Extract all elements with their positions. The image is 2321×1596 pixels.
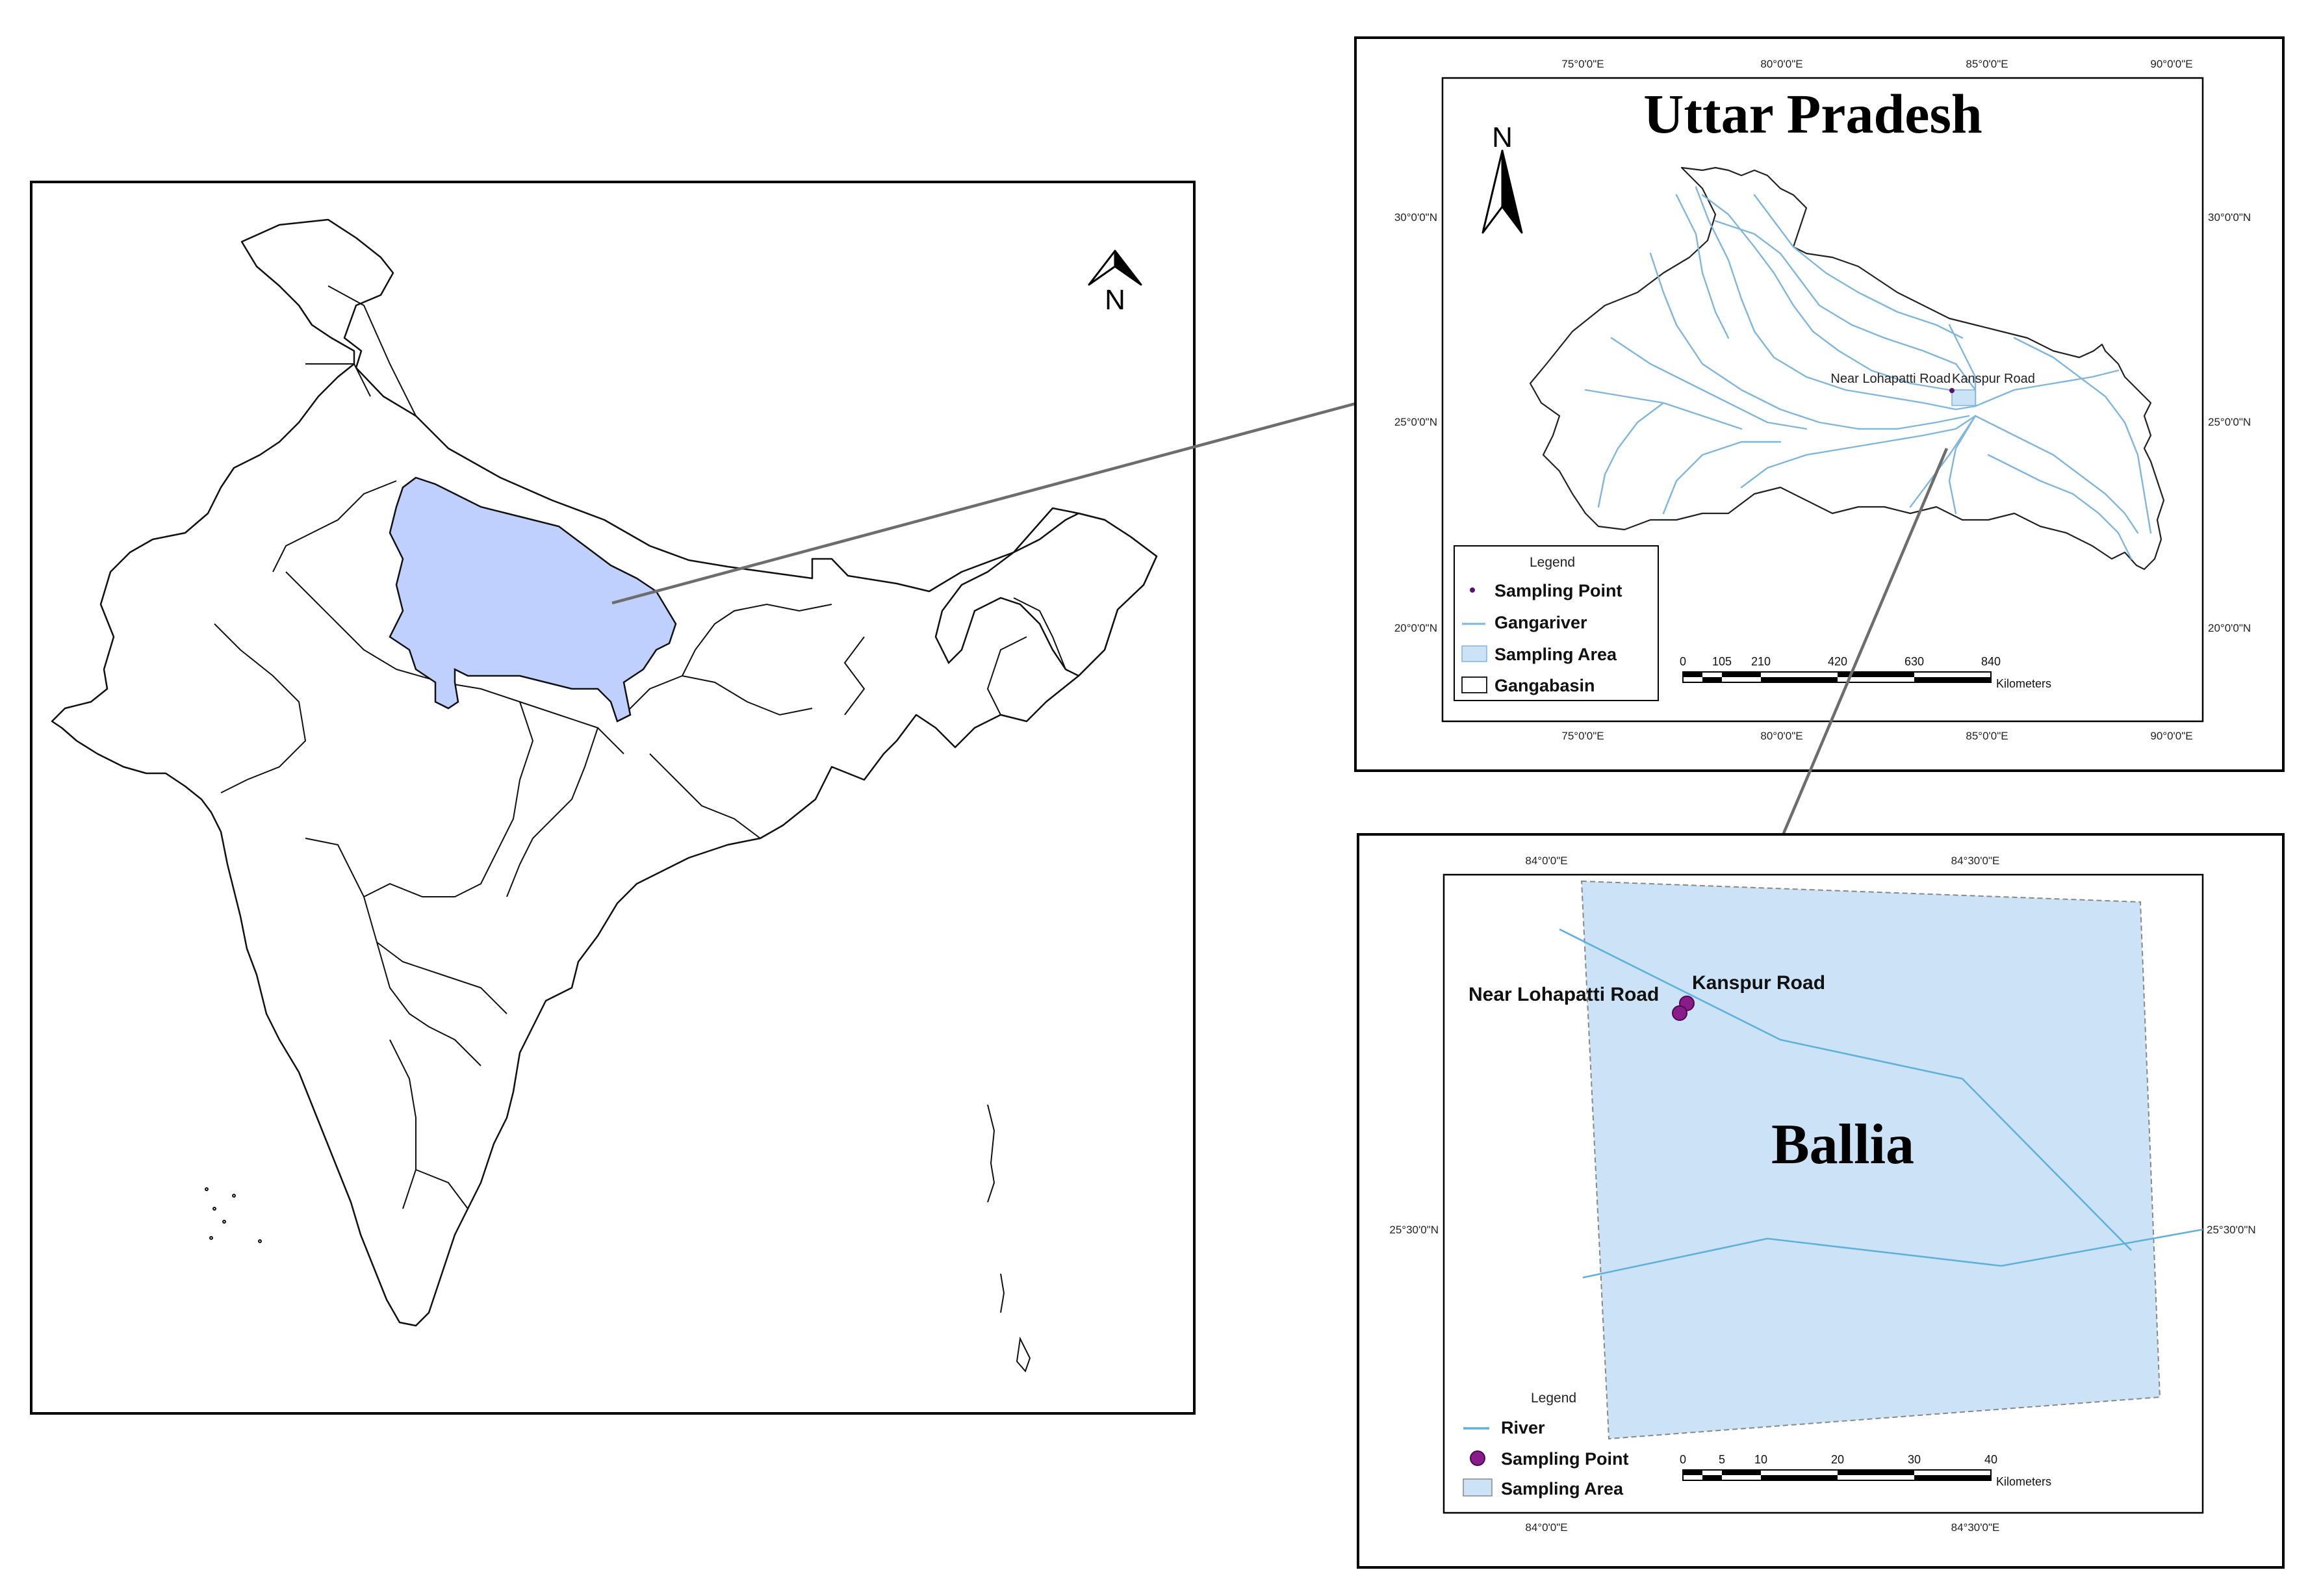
up-site-label-kanspur: Kanspur Road bbox=[1952, 372, 2035, 386]
ballia-rivers bbox=[1559, 928, 2203, 1279]
up-legend-item-3: Sampling Area bbox=[1494, 645, 1617, 664]
up-legend-box bbox=[1454, 545, 1659, 701]
up-legend-item-2: Gangariver bbox=[1494, 613, 1587, 632]
up-legend-point-symbol bbox=[1470, 587, 1475, 593]
northeast-outline bbox=[934, 512, 1158, 677]
up-scale-tick-0: 0 bbox=[1680, 655, 1686, 668]
india-outline bbox=[51, 218, 1158, 1327]
india-north-label: N bbox=[1105, 284, 1125, 316]
up-legend-title: Legend bbox=[1530, 555, 1575, 570]
up-lat-left-1: 30°0'0"N bbox=[1394, 211, 1437, 224]
up-lon-bottom-4: 90°0'0"E bbox=[2150, 730, 2192, 742]
up-legend-item-4: Gangabasin bbox=[1494, 676, 1595, 695]
ballia-scale-tick-0: 0 bbox=[1680, 1453, 1686, 1466]
ballia-lat-left: 25°30'0"N bbox=[1389, 1224, 1439, 1236]
up-lat-left-3: 20°0'0"N bbox=[1394, 622, 1437, 634]
ballia-legend-title: Legend bbox=[1531, 1391, 1576, 1406]
up-lon-top-4: 90°0'0"E bbox=[2150, 58, 2192, 70]
up-scale-tick-2: 210 bbox=[1751, 655, 1771, 668]
uttar-pradesh-highlight bbox=[389, 476, 677, 723]
up-scale-bar: 0 105 210 420 630 840 Kilometers bbox=[1680, 655, 2051, 690]
up-sampling-point bbox=[1949, 388, 1955, 393]
up-scale-unit: Kilometers bbox=[1996, 677, 2051, 690]
up-north-label: N bbox=[1492, 122, 1513, 153]
up-sampling-area bbox=[1951, 389, 1976, 406]
ballia-legend-item-2: Sampling Point bbox=[1501, 1449, 1629, 1469]
india-map-panel: N bbox=[30, 181, 1523, 1415]
ballia-scale-unit: Kilometers bbox=[1996, 1475, 2051, 1488]
ballia-lon-bottom-1: 84°0'0"E bbox=[1525, 1521, 1567, 1534]
up-scale-tick-4: 630 bbox=[1904, 655, 1924, 668]
state-boundaries bbox=[214, 285, 1066, 1209]
ganga-river-network bbox=[1584, 186, 2152, 560]
ballia-scale-tick-5: 40 bbox=[1984, 1453, 1997, 1466]
ballia-map-panel: 84°0'0"E 84°30'0"E 84°0'0"E 84°30'0"E 25… bbox=[1357, 833, 2285, 1569]
ballia-scale-tick-1: 5 bbox=[1719, 1453, 1725, 1466]
ballia-legend-item-1: River bbox=[1501, 1418, 1545, 1437]
up-lon-top-1: 75°0'0"E bbox=[1561, 58, 1604, 70]
islands bbox=[205, 1104, 1031, 1372]
ballia-legend-point-symbol bbox=[1470, 1450, 1485, 1466]
ballia-legend-area-symbol bbox=[1463, 1478, 1493, 1497]
up-lat-left-2: 25°0'0"N bbox=[1394, 416, 1437, 428]
up-north-arrow: N bbox=[1481, 122, 1523, 234]
ballia-site-label-lohapatti: Near Lohapatti Road bbox=[1468, 984, 1659, 1005]
up-lon-bottom-3: 85°0'0"E bbox=[1966, 730, 2008, 742]
up-site-label-lohapatti: Near Lohapatti Road bbox=[1830, 372, 1951, 386]
ballia-scale-bar: 0 5 10 20 30 40 Kilometers bbox=[1680, 1453, 2051, 1488]
up-legend: Legend Sampling Point Gangariver Samplin… bbox=[1454, 545, 1659, 701]
up-legend-item-1: Sampling Point bbox=[1494, 581, 1622, 600]
ballia-scale-tick-2: 10 bbox=[1754, 1453, 1767, 1466]
ballia-lon-bottom-2: 84°30'0"E bbox=[1951, 1521, 2000, 1534]
ballia-scale-tick-4: 30 bbox=[1908, 1453, 1921, 1466]
ballia-map-title: Ballia bbox=[1771, 1113, 1914, 1176]
ballia-legend-item-3: Sampling Area bbox=[1501, 1479, 1624, 1499]
ballia-lon-top-1: 84°0'0"E bbox=[1525, 855, 1567, 867]
ballia-sampling-area bbox=[1580, 880, 2161, 1440]
ballia-lat-right: 25°30'0"N bbox=[2207, 1224, 2256, 1236]
ballia-site-label-kanspur: Kanspur Road bbox=[1692, 972, 1825, 994]
up-lat-right-3: 20°0'0"N bbox=[2208, 622, 2251, 634]
up-map-panel: 75°0'0"E 80°0'0"E 85°0'0"E 90°0'0"E 75°0… bbox=[1354, 36, 2285, 956]
up-scale-tick-5: 840 bbox=[1981, 655, 2001, 668]
ballia-legend: Legend River Sampling Point Sampling Are… bbox=[1463, 1391, 1629, 1499]
up-legend-basin-symbol bbox=[1461, 676, 1487, 693]
up-lon-top-2: 80°0'0"E bbox=[1760, 58, 1802, 70]
up-lat-right-2: 25°0'0"N bbox=[2208, 416, 2251, 428]
up-lon-top-3: 85°0'0"E bbox=[1966, 58, 2008, 70]
up-lon-bottom-1: 75°0'0"E bbox=[1561, 730, 1604, 742]
ballia-lon-top-2: 84°30'0"E bbox=[1951, 855, 2000, 867]
up-scale-tick-1: 105 bbox=[1712, 655, 1732, 668]
up-legend-area-symbol bbox=[1461, 645, 1487, 662]
ballia-scale-tick-3: 20 bbox=[1831, 1453, 1844, 1466]
up-lat-right-1: 30°0'0"N bbox=[2208, 211, 2251, 224]
up-scale-tick-3: 420 bbox=[1828, 655, 1847, 668]
ballia-sampling-point-lohapatti bbox=[1672, 1005, 1687, 1021]
up-map-title: Uttar Pradesh bbox=[1643, 83, 1982, 145]
up-lon-bottom-2: 80°0'0"E bbox=[1760, 730, 1802, 742]
india-north-arrow: N bbox=[1088, 250, 1142, 316]
